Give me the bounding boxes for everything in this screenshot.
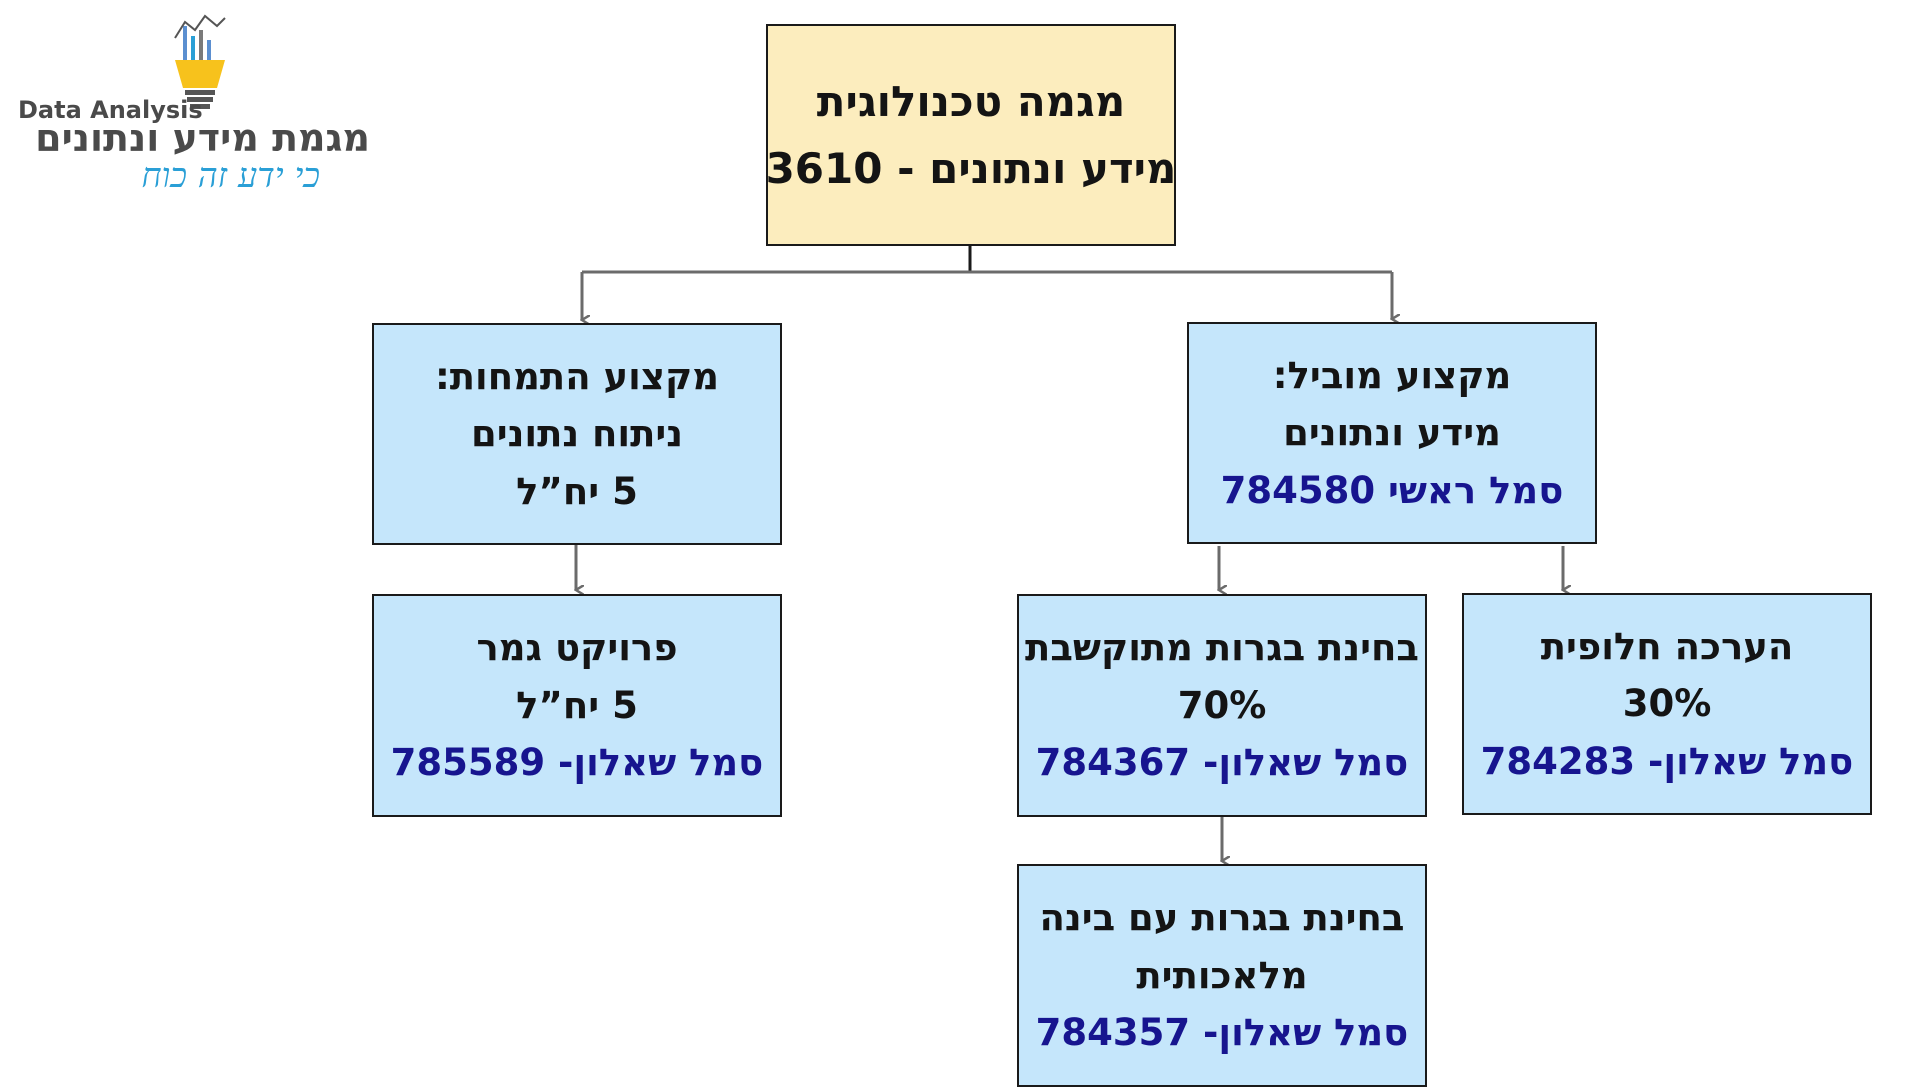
ai-exam-box: בחינת בגרות עם בינה מלאכותית סמל שאלון- … bbox=[1017, 864, 1427, 1087]
alt-assessment-title: הערכה חלופית bbox=[1540, 624, 1794, 668]
ai-exam-title: בחינת בגרות עם בינה bbox=[1039, 896, 1405, 940]
lightbulb-chart-icon bbox=[174, 14, 226, 109]
computer-exam-weight: 70% bbox=[1177, 683, 1267, 727]
lead-subject-box: מקצוע מוביל: מידע ונתונים סמל ראשי 78458… bbox=[1187, 322, 1597, 544]
computer-exam-code: סמל שאלון- 784367 bbox=[1035, 741, 1409, 785]
logo: Data Analysis מגמת מידע ונתונים כי ידע ז… bbox=[10, 8, 370, 198]
alt-assessment-code: סמל שאלון- 784283 bbox=[1480, 739, 1854, 783]
root-subtitle: מידע ונתונים - 3610 bbox=[765, 144, 1177, 193]
final-project-box: פרויקט גמר 5 יח”ל סמל שאלון- 785589 bbox=[372, 594, 782, 817]
ai-exam-title-cont: מלאכותית bbox=[1136, 953, 1308, 997]
computer-exam-title: בחינת בגרות מתוקשבת bbox=[1025, 626, 1419, 670]
final-project-code: סמל שאלון- 785589 bbox=[390, 741, 764, 785]
specialization-heading: מקצוע התמחות: bbox=[434, 354, 720, 398]
final-project-title: פרויקט גמר bbox=[476, 626, 678, 670]
specialization-box: מקצוע התמחות: ניתוח נתונים 5 יח”ל bbox=[372, 323, 782, 545]
specialization-units: 5 יח”ל bbox=[516, 469, 638, 513]
alt-assessment-box: הערכה חלופית 30% סמל שאלון- 784283 bbox=[1462, 593, 1872, 815]
logo-slogan: כי ידע זה כוח bbox=[141, 156, 321, 196]
lead-subject-name: מידע ונתונים bbox=[1283, 411, 1501, 455]
final-project-units: 5 יח”ל bbox=[516, 683, 638, 727]
specialization-name: ניתוח נתונים bbox=[470, 412, 684, 456]
lead-subject-code: סמל ראשי 784580 bbox=[1220, 468, 1564, 512]
root-box: מגמה טכנולוגית מידע ונתונים - 3610 bbox=[766, 24, 1176, 246]
lead-subject-heading: מקצוע מוביל: bbox=[1272, 353, 1512, 397]
ai-exam-code: סמל שאלון- 784357 bbox=[1035, 1011, 1409, 1055]
logo-hebrew-text: מגמת מידע ונתונים bbox=[35, 116, 370, 160]
alt-assessment-weight: 30% bbox=[1622, 682, 1712, 726]
logo-english-text: Data Analysis bbox=[18, 96, 203, 124]
computer-exam-box: בחינת בגרות מתוקשבת 70% סמל שאלון- 78436… bbox=[1017, 594, 1427, 817]
root-title: מגמה טכנולוגית bbox=[816, 76, 1126, 126]
